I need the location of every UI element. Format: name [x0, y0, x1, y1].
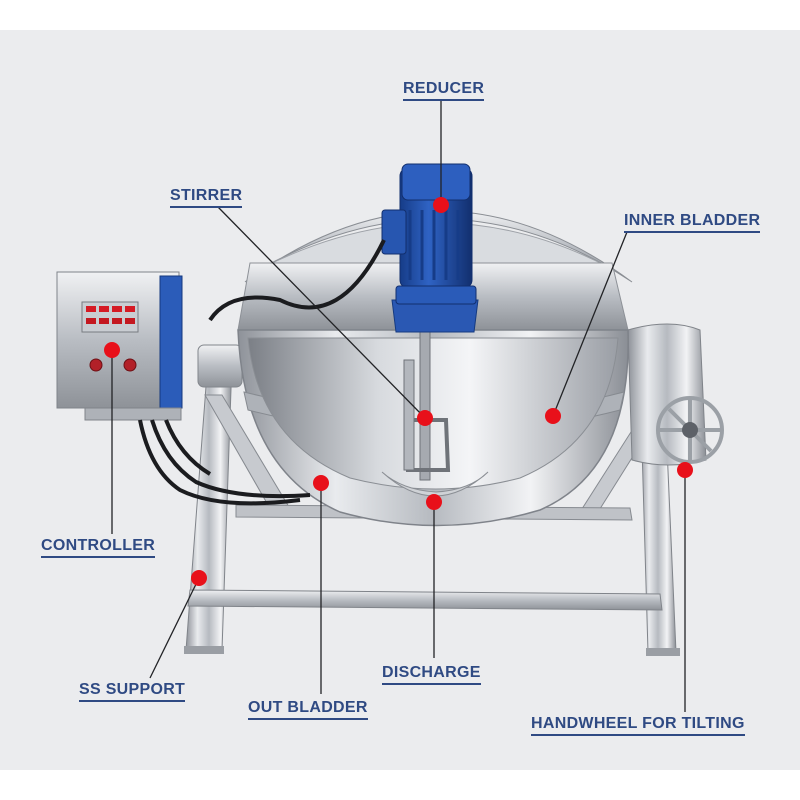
- control-box-mount: [84, 407, 182, 421]
- marker-out-bladder: [313, 475, 329, 491]
- left-foot: [184, 646, 224, 654]
- leader-ss-support: [149, 577, 200, 679]
- markers: [104, 197, 693, 586]
- leader-lines: [111, 100, 686, 712]
- marker-controller: [104, 342, 120, 358]
- marker-inner-bladder: [545, 408, 561, 424]
- stirrer-shaft: [419, 329, 431, 481]
- label-inner-bladder: INNER BLADDER: [624, 211, 761, 233]
- marker-reducer: [433, 197, 449, 213]
- label-stirrer: STIRRER: [170, 186, 243, 208]
- motor-vents: [408, 210, 460, 280]
- label-discharge: DISCHARGE: [382, 663, 481, 685]
- control-box-side: [159, 275, 183, 409]
- label-ss-support: SS SUPPORT: [79, 680, 186, 702]
- control-box: [56, 271, 180, 409]
- left-pivot: [197, 344, 243, 388]
- motor-base: [391, 299, 479, 333]
- control-button-left: [89, 358, 103, 372]
- right-foot: [646, 648, 680, 656]
- kettle-rim: [244, 210, 633, 283]
- marker-handwheel: [677, 462, 693, 478]
- motor-fan-cover: [401, 163, 471, 201]
- label-handwheel: HANDWHEEL FOR TILTING: [531, 714, 745, 736]
- label-out-bladder: OUT BLADDER: [248, 698, 368, 720]
- leader-stirrer: [217, 206, 426, 419]
- stirrer-arm: [403, 359, 415, 471]
- bottom-frame: [187, 589, 663, 611]
- reducer-flange: [395, 285, 477, 305]
- kettle-inner-bowl: [247, 337, 619, 490]
- label-controller: CONTROLLER: [41, 536, 156, 558]
- discharge-chute: [381, 471, 489, 497]
- motor-terminal-box: [381, 209, 407, 255]
- marker-discharge: [426, 494, 442, 510]
- marker-ss-support: [191, 570, 207, 586]
- leader-inner-bladder: [552, 231, 628, 417]
- handwheel-hub: [682, 422, 698, 438]
- controller-cables: [138, 419, 311, 506]
- label-reducer: REDUCER: [403, 79, 485, 101]
- gearbox-housing: [627, 323, 707, 466]
- motor-cable: [208, 239, 386, 322]
- control-displays: [86, 306, 135, 324]
- control-button-right: [123, 358, 137, 372]
- marker-stirrer: [417, 410, 433, 426]
